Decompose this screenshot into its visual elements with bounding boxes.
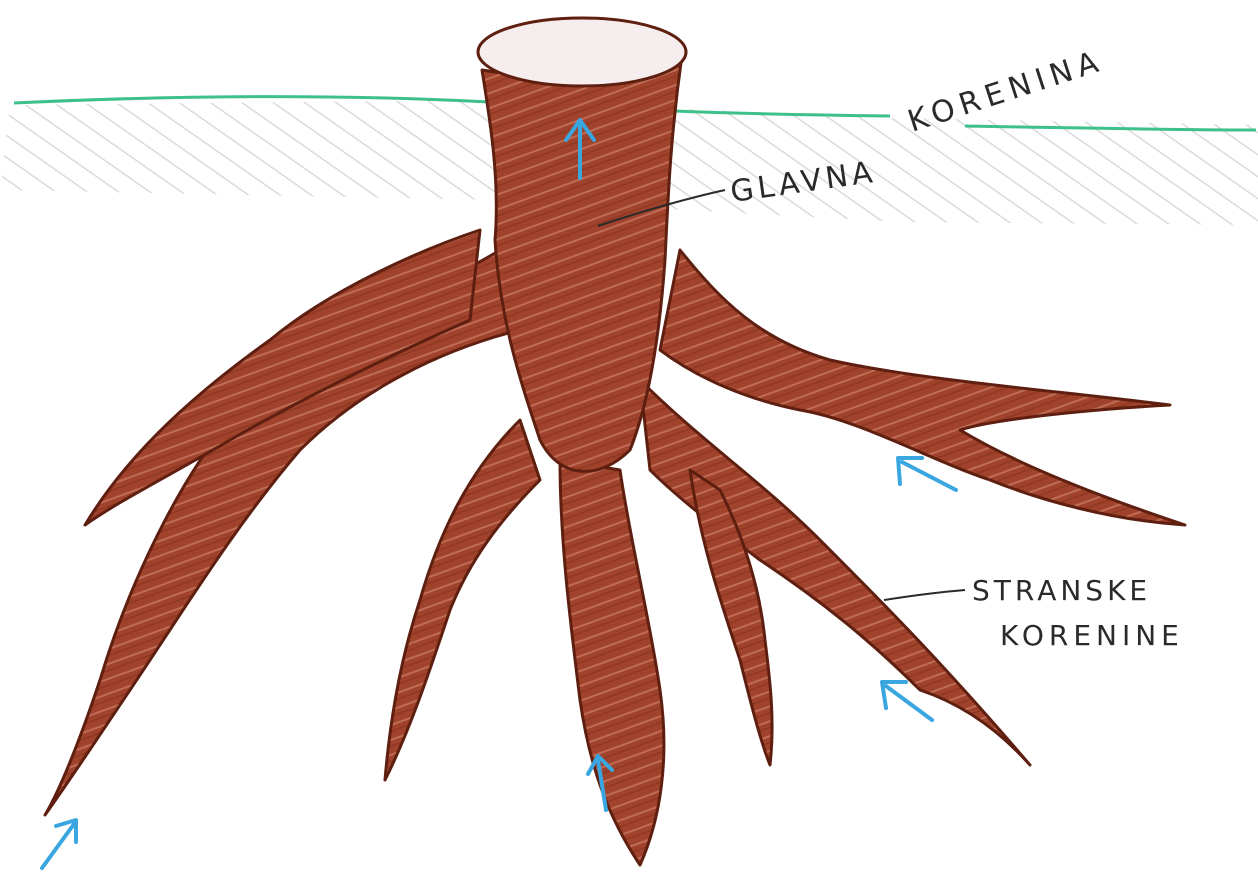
side-root-center [560,460,664,865]
label-side-roots-line1: STRANSKE [972,574,1151,607]
label-side-roots-line2: KORENINE [1000,619,1184,652]
side-root-mid-left [385,420,540,780]
leader-line-side-roots [884,590,965,600]
arrow-icon-bottom-left [42,820,76,868]
side-root-upper-left [85,230,480,525]
stump-top [478,18,686,86]
